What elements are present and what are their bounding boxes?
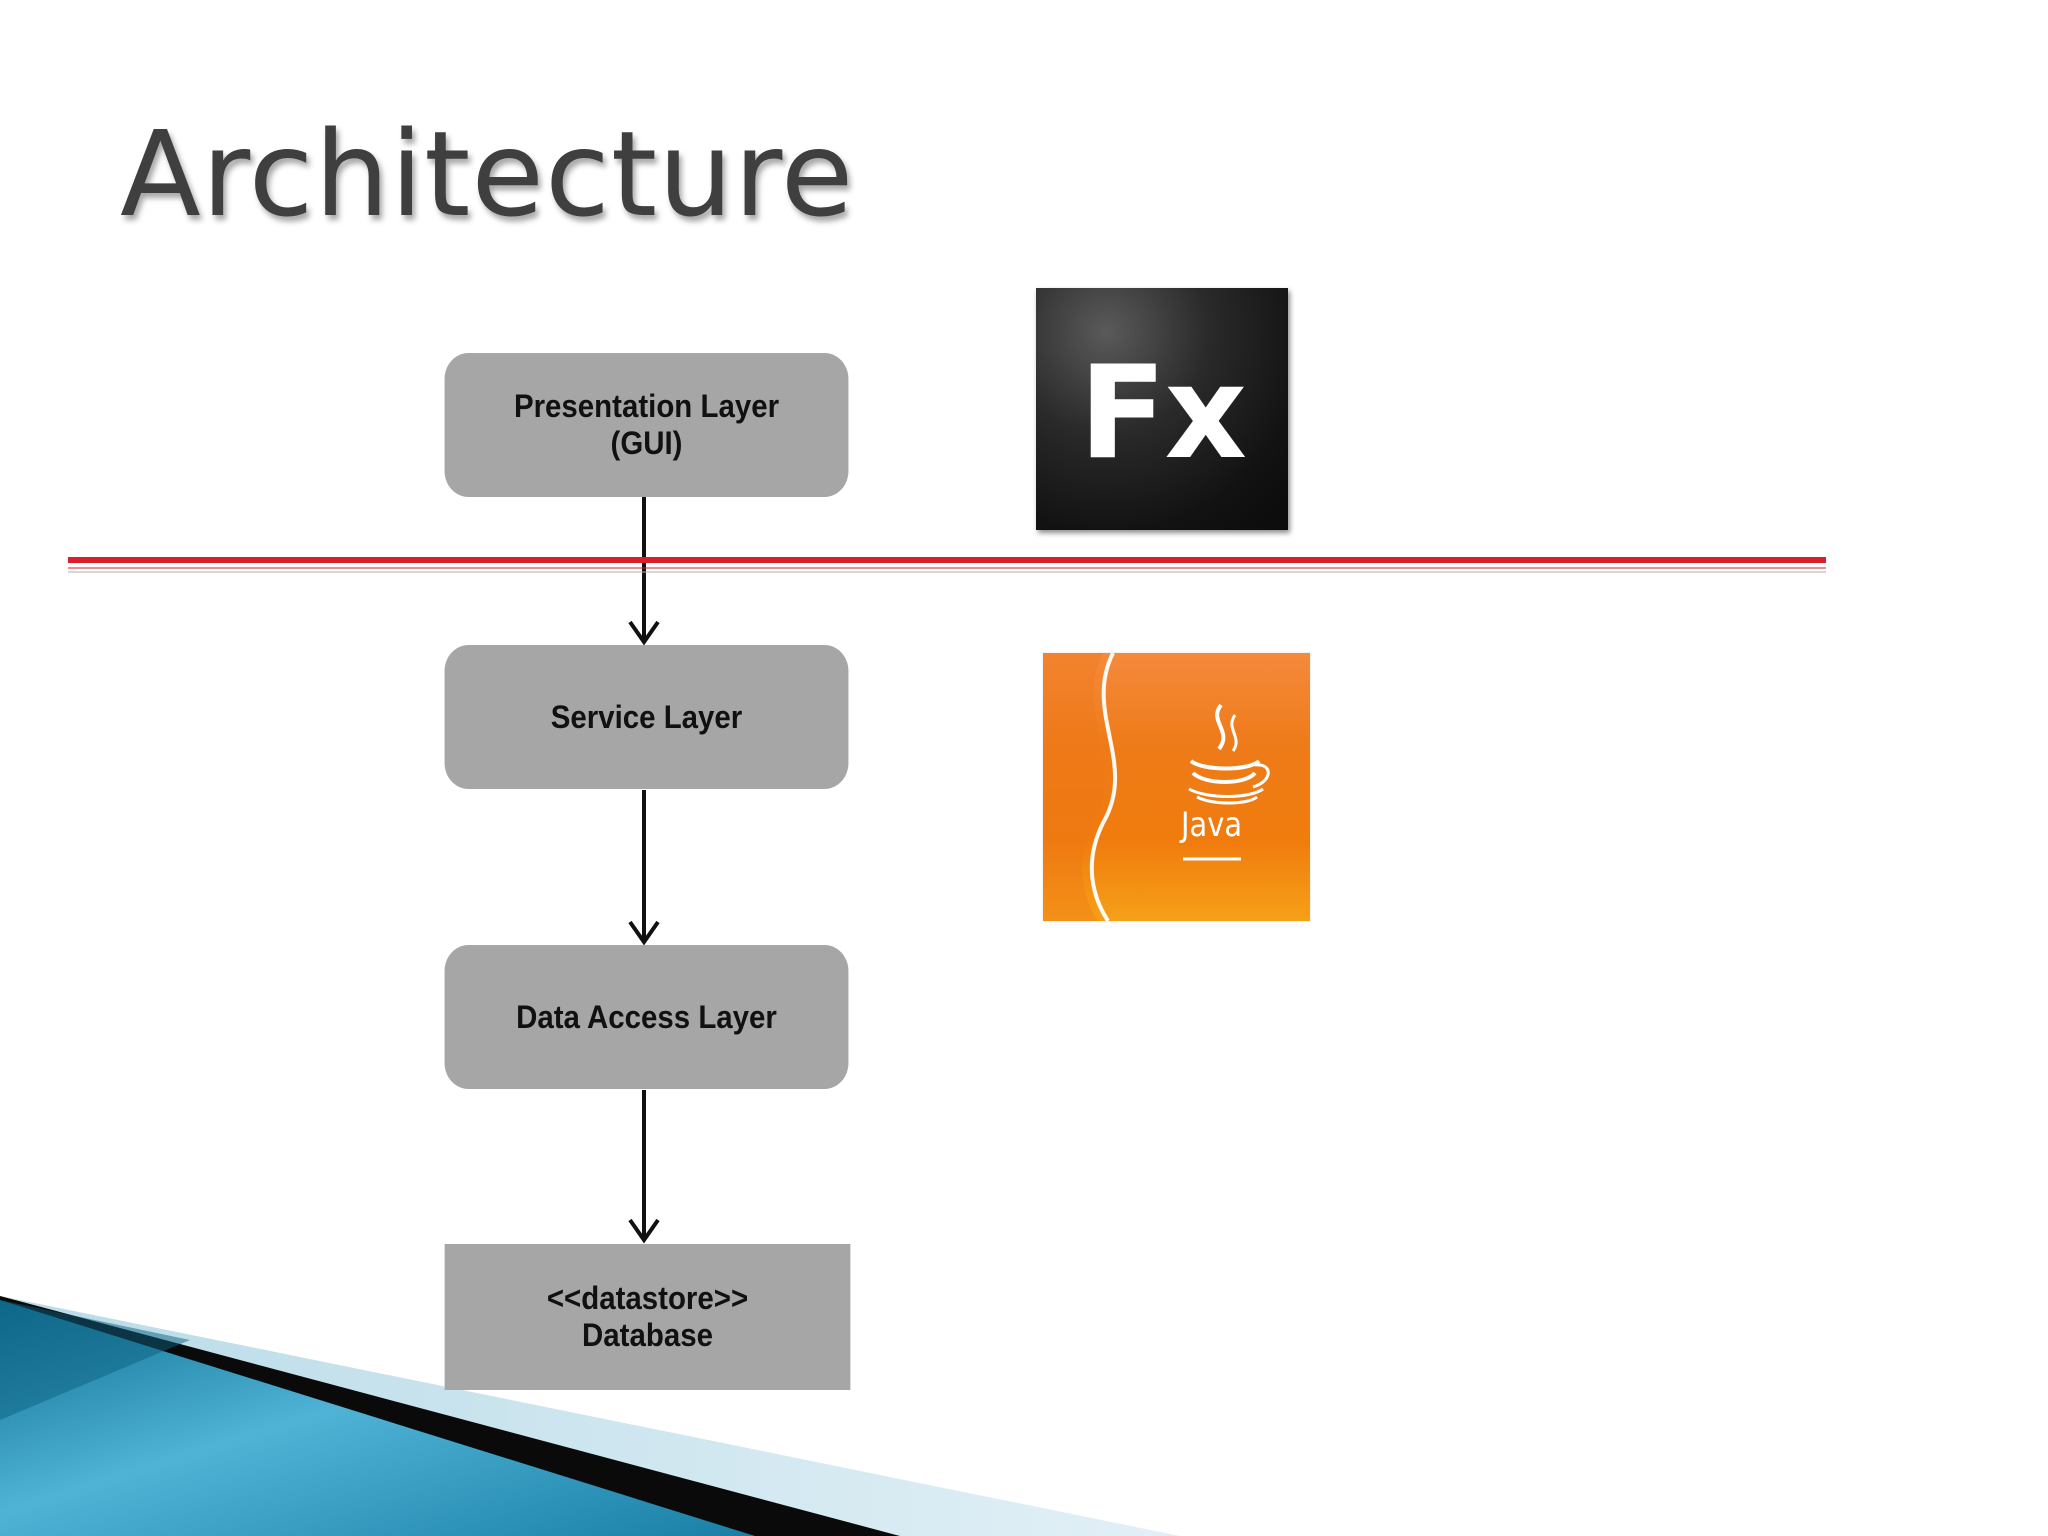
java-logo-icon: Java <box>1043 653 1310 921</box>
layer-divider-line <box>68 557 1826 573</box>
adobe-flex-logo-icon: Fx <box>1036 288 1288 530</box>
slide-title: Architecture <box>120 105 855 243</box>
arrowhead-service <box>628 620 660 646</box>
arrowhead-data-access <box>628 920 660 946</box>
database-label: <<datastore>> Database <box>546 1280 749 1353</box>
java-logo-graphic <box>1043 653 1270 921</box>
flex-logo-text: Fx <box>1079 338 1247 488</box>
java-logo-text: Java <box>1181 805 1243 845</box>
database-box: <<datastore>> Database <box>444 1244 851 1390</box>
presentation-layer-box: Presentation Layer (GUI) <box>444 353 849 497</box>
arrowhead-database <box>628 1218 660 1244</box>
data-access-layer-label: Data Access Layer <box>516 998 777 1035</box>
service-layer-label: Service Layer <box>550 698 743 735</box>
data-access-layer-box: Data Access Layer <box>444 945 849 1089</box>
service-layer-box: Service Layer <box>444 645 849 789</box>
presentation-layer-label: Presentation Layer (GUI) <box>513 388 780 461</box>
